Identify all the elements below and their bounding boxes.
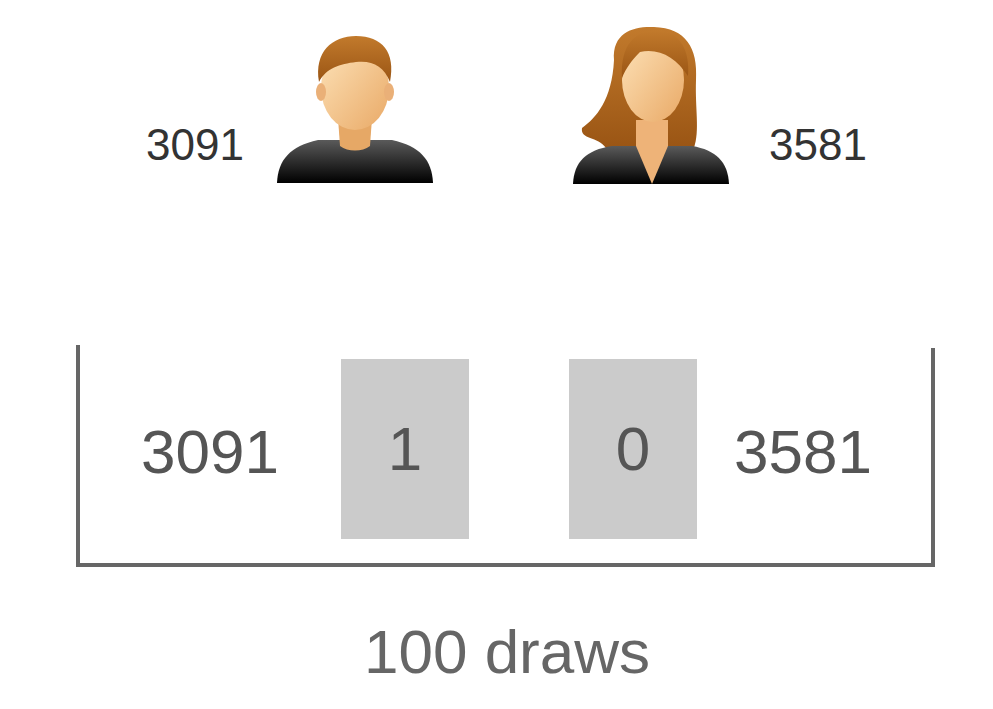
draw-value: 0 — [616, 418, 650, 480]
person-value: 3091 — [146, 123, 244, 167]
man-icon — [277, 36, 433, 183]
woman-fringe — [622, 30, 688, 78]
value-label: 3091 — [141, 421, 279, 483]
caption-label: 100 draws — [364, 621, 650, 683]
draw-box: 1 — [341, 359, 469, 539]
woman-neck — [636, 120, 668, 184]
bracket — [78, 345, 933, 565]
draw-box: 0 — [569, 359, 697, 539]
person-value: 3581 — [769, 123, 867, 167]
man-ear — [316, 83, 326, 101]
woman-icon — [573, 27, 729, 184]
man-ear — [384, 83, 394, 101]
man-hair — [318, 36, 391, 82]
value-label: 3581 — [734, 421, 872, 483]
draw-value: 1 — [388, 418, 422, 480]
